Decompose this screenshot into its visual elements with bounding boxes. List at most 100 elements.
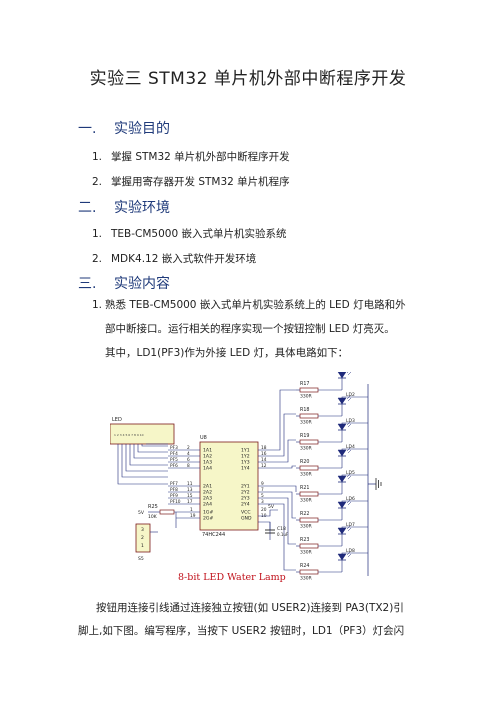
pin-label: 1Y4 [241,466,250,472]
resistor [299,517,319,523]
vcc-5v-label: 5V [268,504,275,510]
resistor-label: R23 [300,537,309,543]
pin-label: 1A1 [203,448,212,454]
pin-label: 1A4 [203,466,212,472]
section-number: 二. [78,200,97,216]
content-item-number: 1. [92,299,103,311]
led-diode [337,372,347,379]
document-title: 实验三 STM32 单片机外部中断程序开发 [89,69,407,89]
led-diode [337,527,347,535]
section-heading-purpose: 一.实验目的 [78,118,170,138]
pin-label: 2A4 [203,502,212,508]
resistor-label: R22 [300,511,309,517]
pin-label: GND [241,516,252,522]
led-header-label: LED [112,417,122,423]
figure-caption: 8-bit LED Water Lamp [178,572,286,583]
resistor-value: 330R [300,446,312,452]
list-item: 1.掌握 STM32 单片机外部中断程序开发 [92,151,290,163]
pin-number: 14 [261,457,267,463]
pin-label: 1Y2 [241,454,250,460]
resistor-value: 330R [300,498,312,504]
resistor-label: R24 [300,563,309,569]
pin-number: 19 [190,513,196,519]
net-label: PF8 [170,487,178,493]
svg-text:S5: S5 [138,556,144,562]
resistor-value: 330R [300,472,312,478]
section-heading-environment: 二. 实验环境 [78,197,170,217]
pin-label: 2A1 [203,484,212,490]
resistor-value: 330R [300,524,312,530]
pin-number: 12 [261,463,267,469]
led-diode [337,397,347,405]
pin-label: 1G# [203,510,213,516]
net-label: PF10 [170,499,181,505]
switch-pin-number: 3 [141,527,144,533]
pin-label: 2A3 [203,496,212,502]
pin-number: 20 [261,507,267,513]
pin-number: 3 [261,499,264,505]
resistor [299,543,319,549]
svg-text:0.1uF: 0.1uF [277,532,289,537]
ground-symbol [375,478,382,490]
resistor-label: R19 [300,433,309,439]
svg-text:C18: C18 [277,526,286,532]
pin-label: 1Y1 [241,448,250,454]
pin-number: 9 [261,481,264,487]
chip-ref: U8 [200,435,207,441]
pin-number: 13 [187,487,193,493]
pin-label: 1A3 [203,460,212,466]
led-label: LD2 [346,392,355,398]
led-diode [337,449,347,457]
resistor [299,569,319,575]
led-circuit-diagram: LED 1 2 3 4 5 6 7 8 9 10 U8 74HC244 PF3 2… [110,372,382,583]
resistor-value: 330R [300,550,312,556]
section-title: 实验环境 [114,200,170,216]
pin-label: 2Y3 [241,496,250,502]
pin-label: 2Y2 [241,490,250,496]
led-label: LD6 [346,496,355,502]
net-label: PF5 [170,457,178,463]
resistor-value: 330R [300,394,312,400]
pin-label: 2Y4 [241,502,250,508]
net-label: PF3 [170,445,178,451]
resistor [299,491,319,497]
net-label: PF7 [170,481,178,487]
section-number: 三. [78,276,97,292]
led-diode [337,423,347,431]
svg-text:10K: 10K [148,514,158,520]
list-item: 2.掌握用寄存器开发 STM32 单片机程序 [92,176,290,188]
led-diode [337,475,347,483]
pin-label: 1A2 [203,454,212,460]
chip-part: 74HC244 [202,532,225,538]
pin-label: 2G# [203,516,213,522]
svg-text:1 2 3 4 5 6 7 8 9 10: 1 2 3 4 5 6 7 8 9 10 [114,433,144,437]
resistor [299,465,319,471]
chip-74hc244 [199,441,259,531]
pin-number: 2 [187,445,190,451]
switch-pin-number: 2 [141,535,144,541]
led-label: LD3 [346,418,355,424]
content-paragraph: 熟悉 TEB-CM5000 嵌入式单片机实验系统上的 LED 灯电路和外 部中断… [105,299,406,359]
resistor-value: 330R [300,576,312,582]
resistor [299,439,319,445]
svg-text:R25: R25 [148,504,158,510]
pin-number: 18 [261,445,267,451]
section-number: 一. [78,121,97,137]
pin-number: 11 [187,481,193,487]
pin-number: 7 [261,487,264,493]
resistor [299,413,319,419]
pin-label: 2Y1 [241,484,250,490]
net-label: PF6 [170,463,178,469]
pin-label: 1Y3 [241,460,250,466]
pin-number: 1 [190,507,193,513]
led-diode [337,553,347,561]
pin-number: 6 [187,457,190,463]
net-label: PF9 [170,493,178,499]
pin-number: 15 [187,493,193,499]
resistor-label: R21 [300,485,309,491]
led-label: LD4 [346,444,355,450]
net-label: PF4 [170,451,178,457]
resistor-value: 330R [300,420,312,426]
section-title: 实验内容 [114,276,170,292]
resistor-r25 [159,509,175,515]
